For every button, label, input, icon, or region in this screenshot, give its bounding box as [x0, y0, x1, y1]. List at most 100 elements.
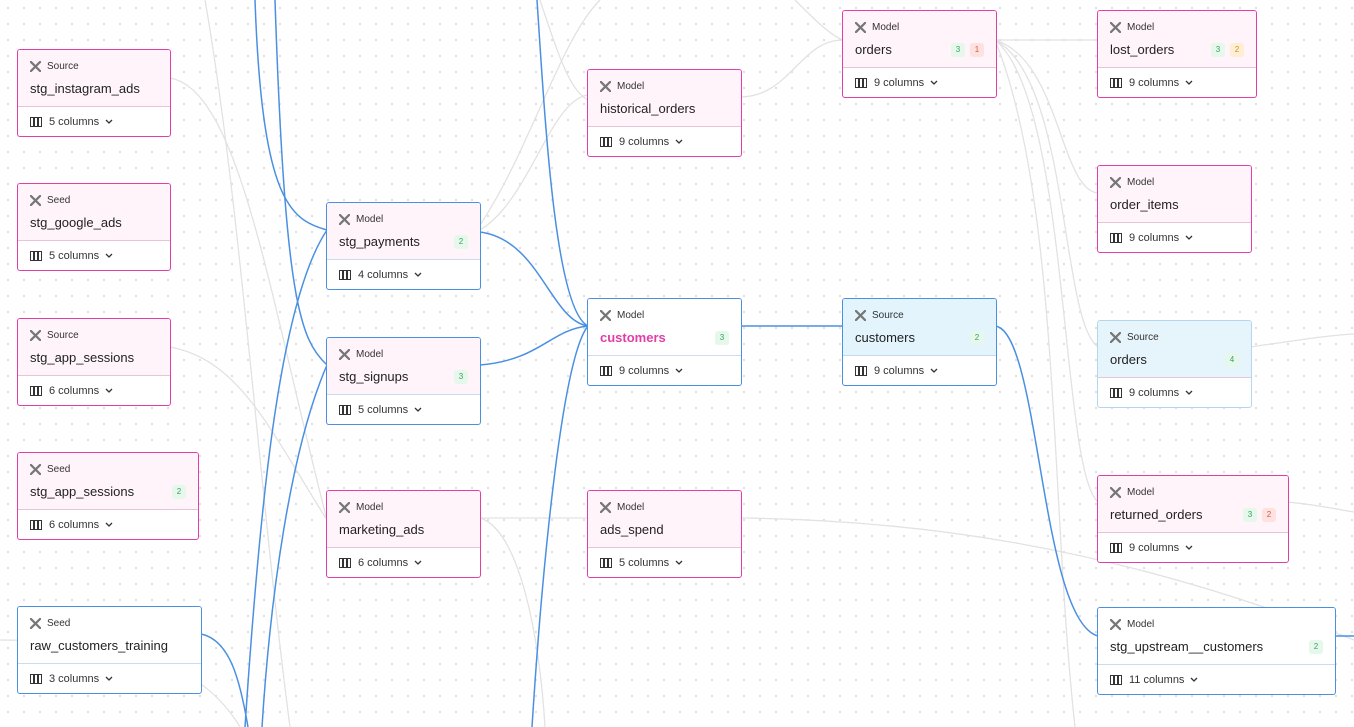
- chevron-down-icon[interactable]: [105, 676, 113, 682]
- columns-toggle[interactable]: 11 columns: [1098, 665, 1335, 694]
- columns-toggle[interactable]: 6 columns: [18, 510, 198, 539]
- chevron-down-icon[interactable]: [675, 560, 683, 566]
- columns-toggle[interactable]: 5 columns: [327, 395, 480, 424]
- chevron-down-icon[interactable]: [105, 119, 113, 125]
- chevron-down-icon[interactable]: [1185, 235, 1193, 241]
- green-count-badge[interactable]: 3: [951, 43, 965, 57]
- dbt-logo-icon: [600, 309, 617, 321]
- columns-toggle[interactable]: 4 columns: [327, 260, 480, 289]
- columns-toggle[interactable]: 9 columns: [588, 127, 741, 156]
- green-count-badge[interactable]: 2: [970, 331, 984, 345]
- columns-toggle[interactable]: 5 columns: [18, 241, 170, 270]
- node-kind: Model: [1110, 484, 1276, 500]
- columns-toggle[interactable]: 3 columns: [18, 664, 201, 693]
- columns-toggle[interactable]: 9 columns: [1098, 378, 1251, 407]
- node-name: orders: [855, 42, 892, 57]
- columns-toggle[interactable]: 9 columns: [1098, 533, 1288, 562]
- chevron-down-icon[interactable]: [414, 272, 422, 278]
- dbt-logo-icon: [1110, 486, 1127, 498]
- chevron-down-icon[interactable]: [930, 80, 938, 86]
- dbt-logo-icon: [339, 501, 356, 513]
- node-name: customers: [600, 330, 666, 345]
- columns-toggle[interactable]: 9 columns: [843, 356, 996, 385]
- columns-toggle[interactable]: 9 columns: [588, 356, 741, 385]
- chevron-down-icon[interactable]: [105, 253, 113, 259]
- chevron-down-icon[interactable]: [1190, 677, 1198, 683]
- node-model-order-items[interactable]: Model order_items 9 columns: [1097, 165, 1252, 253]
- columns-toggle[interactable]: 9 columns: [1098, 68, 1256, 97]
- node-header[interactable]: Model order_items: [1098, 166, 1251, 223]
- green-count-badge[interactable]: 3: [454, 370, 468, 384]
- node-name: stg_app_sessions: [30, 484, 135, 499]
- dbt-logo-icon: [855, 21, 872, 33]
- node-name: order_items: [1110, 197, 1179, 212]
- columns-toggle[interactable]: 9 columns: [1098, 223, 1251, 252]
- chevron-down-icon[interactable]: [105, 388, 113, 394]
- chevron-down-icon[interactable]: [1185, 390, 1193, 396]
- red-count-badge[interactable]: 2: [1262, 508, 1276, 522]
- dbt-logo-icon: [339, 213, 356, 225]
- columns-toggle[interactable]: 9 columns: [843, 68, 996, 97]
- green-count-badge[interactable]: 2: [1309, 640, 1323, 654]
- columns-toggle[interactable]: 5 columns: [588, 548, 741, 577]
- green-count-badge[interactable]: 2: [454, 235, 468, 249]
- chevron-down-icon[interactable]: [930, 368, 938, 374]
- green-count-badge[interactable]: 3: [1243, 508, 1257, 522]
- columns-toggle[interactable]: 6 columns: [327, 548, 480, 577]
- chevron-down-icon[interactable]: [414, 560, 422, 566]
- green-count-badge[interactable]: 2: [172, 485, 186, 499]
- green-count-badge[interactable]: 3: [1211, 43, 1225, 57]
- columns-toggle[interactable]: 6 columns: [18, 376, 170, 405]
- chevron-down-icon[interactable]: [1185, 545, 1193, 551]
- chevron-down-icon[interactable]: [414, 407, 422, 413]
- node-kind: Model: [1110, 174, 1239, 190]
- columns-toggle[interactable]: 5 columns: [18, 107, 170, 136]
- orange-count-badge[interactable]: 2: [1230, 43, 1244, 57]
- green-count-badge[interactable]: 3: [715, 331, 729, 345]
- green-count-badge[interactable]: 4: [1225, 353, 1239, 367]
- node-name: lost_orders: [1110, 42, 1175, 57]
- columns-count: 11 columns: [1129, 673, 1185, 686]
- red-count-badge[interactable]: 1: [970, 43, 984, 57]
- chevron-down-icon[interactable]: [675, 368, 683, 374]
- columns-icon: [30, 385, 42, 396]
- chevron-down-icon[interactable]: [105, 522, 113, 528]
- chevron-down-icon[interactable]: [675, 139, 683, 145]
- node-kind-label: Model: [617, 80, 645, 92]
- chevron-down-icon[interactable]: [1185, 80, 1193, 86]
